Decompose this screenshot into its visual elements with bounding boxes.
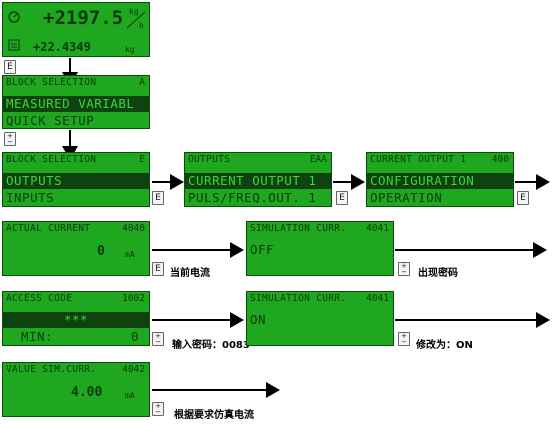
menu-row[interactable]: PULS/FREQ.OUT. 1 <box>188 190 317 205</box>
e-key-3[interactable]: E <box>336 191 348 205</box>
block-selection-a: BLOCK SELECTION A MEASURED VARIABL QUICK… <box>2 75 150 129</box>
unit-bottom: h <box>139 21 144 30</box>
function-code: 4040 <box>122 223 145 234</box>
actual-current-value: 0 <box>97 244 105 259</box>
simulation-value[interactable]: OFF <box>250 242 275 257</box>
simulation-off-display: SIMULATION CURR. 4041 OFF <box>246 221 394 276</box>
selected-row[interactable]: MEASURED VARIABL <box>3 96 149 112</box>
function-code: 1002 <box>122 293 145 304</box>
plus-minus-key-4[interactable]: +− <box>398 332 410 346</box>
masked-code: *** <box>63 312 89 327</box>
plus-minus-key-2[interactable]: +− <box>398 262 410 276</box>
plus-icon: + <box>7 132 13 140</box>
e-key-5[interactable]: E <box>152 262 164 276</box>
minus-icon: − <box>155 408 161 416</box>
flow-icon <box>8 11 20 23</box>
menu-row[interactable]: QUICK SETUP <box>6 113 95 128</box>
simulation-value[interactable]: ON <box>250 312 267 327</box>
plus-minus-key-5[interactable]: +− <box>152 402 164 416</box>
secondary-value: +22.4349 <box>33 40 91 54</box>
primary-value: +2197.5 <box>43 7 124 29</box>
selected-row[interactable]: CURRENT OUTPUT 1 <box>185 173 331 189</box>
group-header: OUTPUTS <box>188 154 231 165</box>
unit-slash-icon <box>126 11 146 29</box>
access-code-display: ACCESS CODE 1002 *** MIN: 0 <box>2 291 150 346</box>
function-code: 4041 <box>366 223 389 234</box>
selected-row[interactable]: OUTPUTS <box>3 173 149 189</box>
sim-current-unit: mA <box>125 391 135 400</box>
home-display: +2197.5 kg h +22.4349 kg <box>2 2 150 57</box>
minus-icon: − <box>155 338 161 346</box>
e-key-1[interactable]: E <box>4 60 16 74</box>
caption-show-password: 出现密码 <box>418 268 458 279</box>
actual-current-display: ACTUAL CURRENT 4040 0 mA <box>2 221 150 276</box>
plus-minus-key-3[interactable]: +− <box>152 332 164 346</box>
block-code: A <box>139 77 145 88</box>
min-value: 0 <box>130 329 139 344</box>
group-code: 400 <box>491 154 509 165</box>
function-code: 4041 <box>366 293 389 304</box>
minus-icon: − <box>7 138 13 146</box>
outputs-group: OUTPUTS EAA CURRENT OUTPUT 1 PULS/FREQ.O… <box>184 152 332 207</box>
e-key-4[interactable]: E <box>517 191 529 205</box>
menu-row[interactable]: INPUTS <box>6 190 55 205</box>
min-label: MIN: <box>21 329 54 344</box>
caption-change-to: 修改为：ON <box>416 340 473 351</box>
selected-row[interactable]: CONFIGURATION <box>367 173 513 189</box>
plus-icon: + <box>401 262 407 270</box>
group-code: EAA <box>309 154 327 165</box>
e-key-2[interactable]: E <box>152 191 164 205</box>
block-selection-e: BLOCK SELECTION E OUTPUTS INPUTS <box>2 152 150 207</box>
current-output-group: CURRENT OUTPUT 1 400 CONFIGURATION OPERA… <box>366 152 514 207</box>
plus-icon: + <box>401 332 407 340</box>
caption-current-value: 当前电流 <box>170 268 210 279</box>
plus-icon: + <box>155 332 161 340</box>
caption-simulate: 根据要求仿真电流 <box>174 410 254 421</box>
function-header: SIMULATION CURR. <box>250 223 347 234</box>
actual-current-unit: mA <box>125 250 135 259</box>
block-code: E <box>139 154 145 165</box>
caption-input-password: 输入密码：0083 <box>172 340 250 351</box>
function-header: SIMULATION CURR. <box>250 293 347 304</box>
totalizer-icon <box>8 39 20 51</box>
minus-icon: − <box>401 268 407 276</box>
min-row: MIN: 0 <box>3 329 149 345</box>
value-sim-current-display: VALUE SIM.CURR. 4042 4.00 mA <box>2 362 150 417</box>
function-header: ACTUAL CURRENT <box>6 223 91 234</box>
minus-icon: − <box>401 338 407 346</box>
function-code: 4042 <box>122 364 145 375</box>
function-header: ACCESS CODE <box>6 293 73 304</box>
unit-secondary: kg <box>125 45 135 54</box>
menu-row[interactable]: OPERATION <box>370 190 443 205</box>
unit-top: kg <box>129 7 139 16</box>
plus-minus-key-1[interactable]: +− <box>4 132 16 146</box>
block-header: BLOCK SELECTION <box>6 77 97 88</box>
function-header: VALUE SIM.CURR. <box>6 364 97 375</box>
plus-icon: + <box>155 402 161 410</box>
group-header: CURRENT OUTPUT 1 <box>370 154 467 165</box>
access-code-input[interactable]: *** <box>3 312 149 328</box>
block-header: BLOCK SELECTION <box>6 154 97 165</box>
sim-current-value[interactable]: 4.00 <box>71 385 103 400</box>
simulation-on-display: SIMULATION CURR. 4041 ON <box>246 291 394 346</box>
